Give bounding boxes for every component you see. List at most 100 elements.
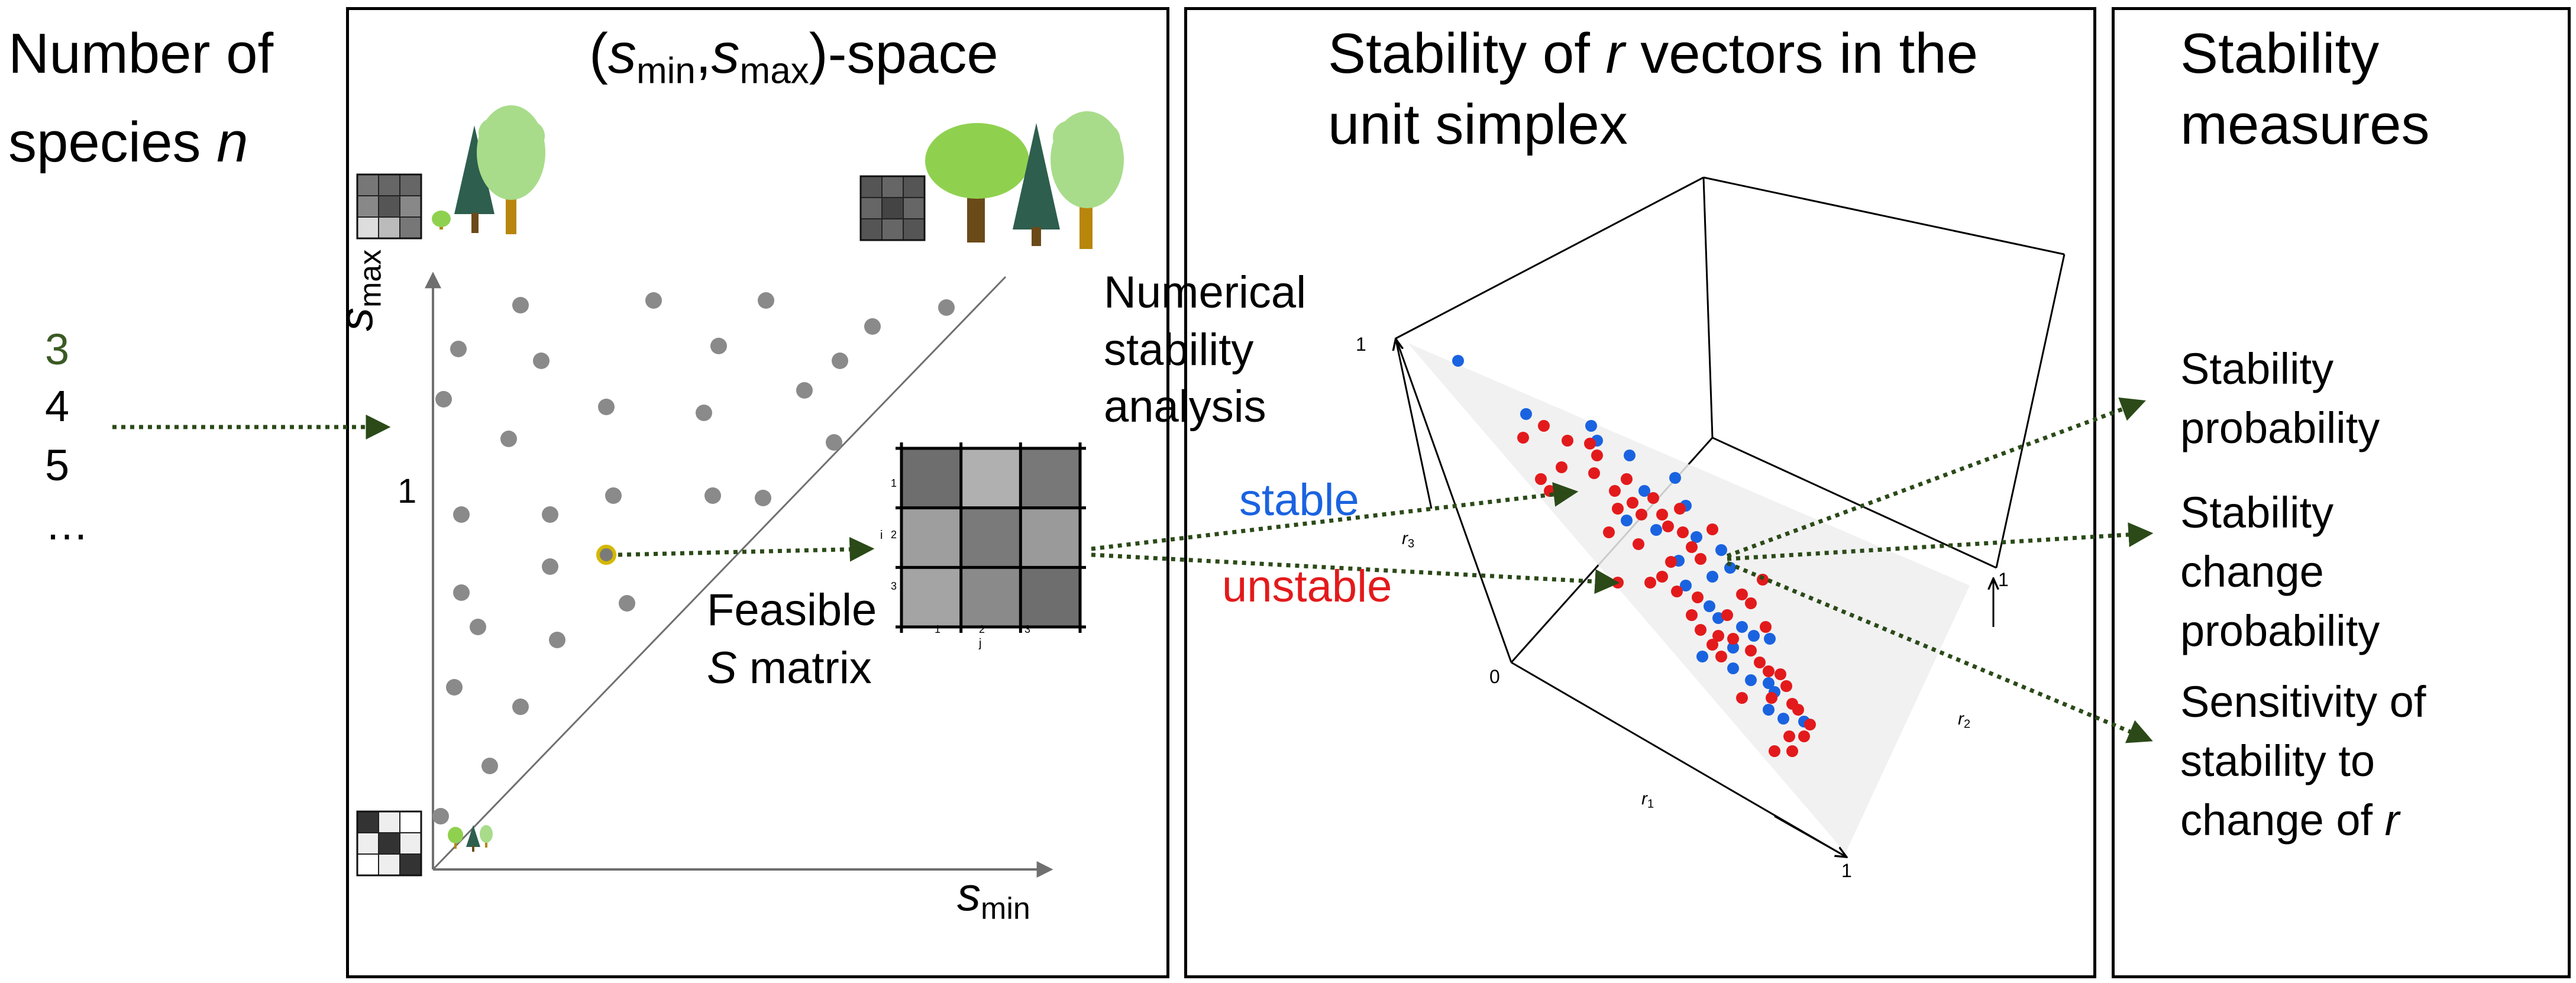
unstable-point [1766,692,1777,704]
simplex-box-edge [1395,338,1512,663]
x-axis-sub: min [981,891,1030,926]
unstable-point [1712,630,1724,642]
arrow-icon [1091,482,1579,551]
s-space-panel [346,7,1169,978]
s-point [549,632,565,648]
s-point [481,758,498,774]
arrow-icon [1726,397,2146,558]
simplex-panel [1184,7,2096,978]
matrix-cell [399,832,422,855]
s-point [605,487,622,504]
simplex-tick-one-bottom: 1 [1841,860,1852,881]
matrix-cell [378,811,400,833]
unstable-point [1609,485,1621,497]
feasible-var: S [707,643,737,693]
s-matrix-cell [901,448,961,508]
stable-point [1777,713,1789,725]
matrix-border [356,173,422,240]
unstable-label: unstable [1222,561,1392,612]
y-axis-label: smax [329,250,388,331]
simplex-plane [1408,343,1970,853]
species-count-3: 3 [45,325,70,374]
matrix-cell [860,176,883,198]
matrix-cell [399,195,422,218]
unstable-point [1706,639,1718,651]
unstable-point [1695,553,1706,565]
unstable-point [1804,719,1816,730]
matrix-cell [357,811,379,833]
title-s2: s [711,22,740,85]
measure-2-line-1: Stability [2180,488,2334,537]
title-s2-sub: max [739,50,809,92]
r1-sub: 1 [1647,797,1654,811]
unstable-point [1798,730,1810,742]
stable-point [1736,621,1748,633]
s-point [453,506,470,523]
s-matrix-cell [961,567,1021,627]
matrix-cell [399,811,422,833]
measures-title-line-2: measures [2180,93,2430,156]
s-space-axes [425,271,1053,878]
s-point [435,391,452,408]
s-point [758,292,774,309]
species-count-4: 4 [45,381,70,431]
unstable-point [1727,633,1739,645]
simplex-title-line-1: Stability of r vectors in the [1328,24,1978,84]
stable-point [1621,515,1633,526]
matrix-cell [378,195,400,218]
matrix-thumbnail-icon [356,810,422,877]
matrix-cell [357,832,379,855]
s-matrix-cell [961,448,1021,508]
species-var: n [216,111,248,174]
unstable-point [1769,745,1780,757]
matrix-border [356,810,422,877]
s-point [432,808,449,824]
s-point [704,487,721,504]
simplex-box-edge [1703,176,2065,256]
r1-symbol: r [1641,789,1647,809]
measure-3-text: change of [2180,796,2385,845]
species-heading-line2: species n [8,112,248,173]
s-point [533,353,550,369]
matrix-cell [903,176,925,198]
feasible-text: matrix [736,643,872,693]
simplex-box-edge [1395,176,1704,339]
s-point [512,699,529,715]
unstable-point [1588,467,1600,479]
stable-point [1706,571,1718,583]
stable-point [1745,674,1757,686]
selected-point [596,545,616,565]
matrix-cell [357,174,379,196]
measure-3-var: r [2384,796,2400,845]
title-close: )-space [809,22,998,85]
simplex-title-b: vectors in the [1624,22,1979,85]
measure-1-line-1: Stability [2180,344,2334,393]
species-count-ellipsis: … [45,500,89,549]
unstable-point [1677,526,1689,538]
s-point [446,679,463,696]
s-point [796,382,813,399]
unstable-point [1517,432,1529,444]
stable-point [1763,704,1775,716]
s-matrix-cell [961,507,1021,568]
stable-point [1715,544,1727,556]
axis-r1-label: r1 [1641,790,1654,811]
matrix-cell [903,218,925,241]
species-count-5: 5 [45,441,70,490]
stable-point [1748,630,1760,642]
matrix-cell [378,832,400,855]
unstable-point [1647,492,1659,504]
analysis-line-1: Numerical [1104,267,1307,318]
s-matrix-cell [901,567,961,627]
matrix-thumbnails [356,173,926,877]
matrix-cell [357,853,379,876]
matrix-cell [357,216,379,239]
s-point [500,431,517,447]
measure-3-line-3: change of r [2180,797,2399,843]
s-point [864,318,881,335]
unstable-point [1636,509,1647,520]
s-point [450,341,467,357]
simplex-tick-one-top: 1 [1356,334,1366,355]
stable-point [1638,485,1650,497]
